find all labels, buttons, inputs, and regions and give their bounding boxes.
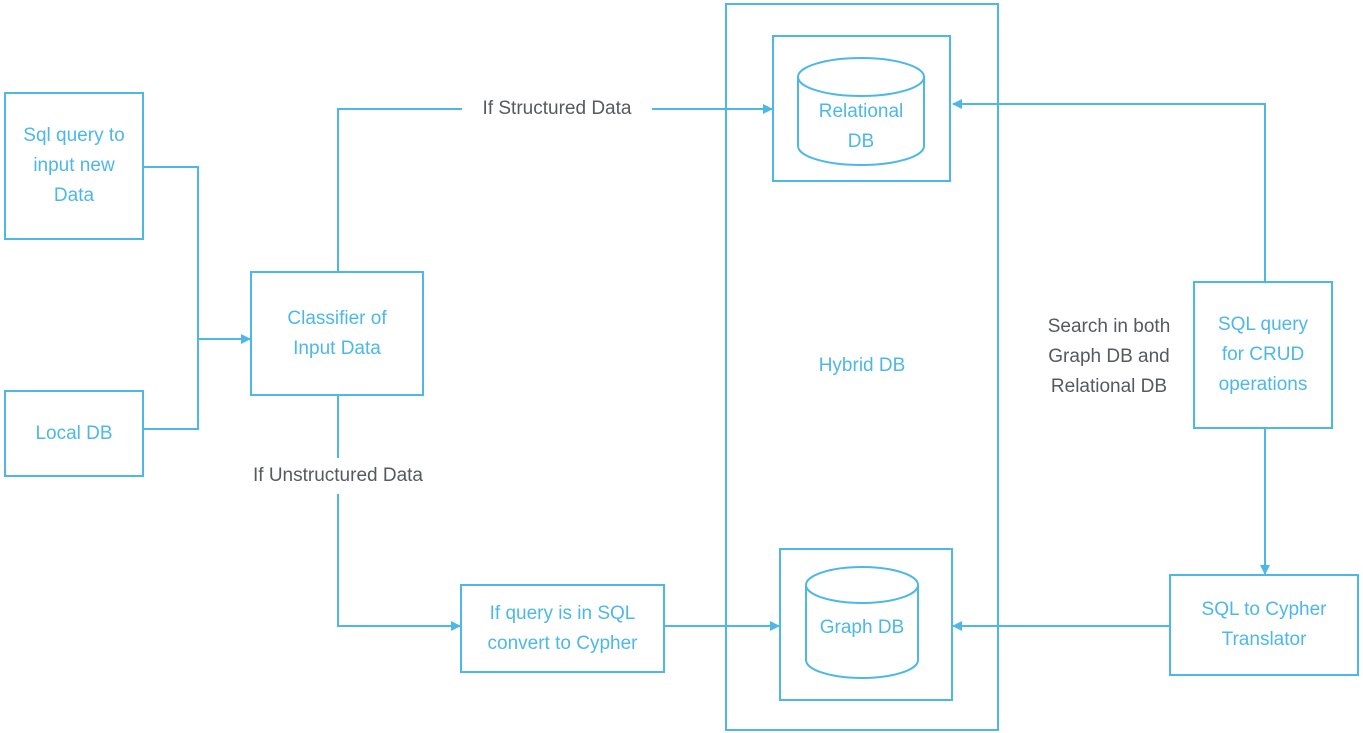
arrow-unstructured-to-converter [337, 494, 461, 631]
relational-db-frame [772, 35, 951, 182]
translator-label: SQL to Cypher Translator [1201, 599, 1327, 650]
graph-db-frame [779, 548, 953, 701]
hybrid-db-label: Hybrid DB [818, 355, 906, 376]
convert-to-cypher-box [460, 584, 665, 673]
classifier-label: Classifier of Input Data [287, 307, 387, 359]
relational-db-cylinder-icon [797, 57, 925, 166]
graph-db-label: Graph DB [819, 617, 905, 638]
graph-db-cylinder-icon [805, 566, 919, 679]
convert-to-cypher-label: If query is in SQL convert to Cypher [487, 602, 638, 654]
hybrid-db-container [725, 3, 999, 731]
sql-crud-label: SQL query for CRUD operations [1217, 314, 1309, 395]
local-db-box [4, 390, 144, 477]
arrow-crud-to-relational [952, 99, 1266, 281]
structured-data-label: If Structured Data [482, 98, 632, 119]
sql-crud-box [1193, 281, 1333, 429]
unstructured-data-label: If Unstructured Data [252, 465, 424, 486]
sql-query-input-label: Sql query to input new Data [23, 125, 125, 206]
connector-classifier-up [337, 108, 462, 271]
sql-query-input-box [4, 92, 144, 240]
search-both-label: Search in both Graph DB and Relational D… [1047, 316, 1171, 397]
classifier-box [250, 271, 424, 396]
connector-sql-query-to-junction [143, 166, 199, 339]
connector-local-db-to-junction [143, 339, 199, 430]
local-db-label: Local DB [35, 422, 113, 444]
relational-db-label: Relational DB [818, 101, 904, 152]
translator-box [1169, 574, 1359, 676]
